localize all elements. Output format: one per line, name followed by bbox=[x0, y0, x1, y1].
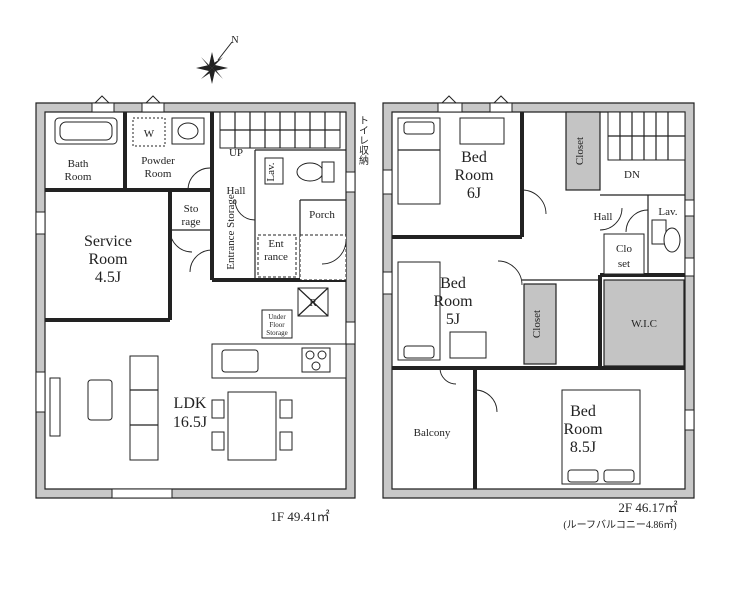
bed-room-5j-size: 5J bbox=[446, 311, 460, 328]
hall-label-1f: Hall bbox=[227, 185, 246, 197]
closet-small-label-1: Clo bbox=[616, 243, 632, 255]
porch-label: Porch bbox=[309, 209, 335, 221]
bed-room-5j-label-2: Room bbox=[433, 293, 473, 310]
service-room-label-2: Room bbox=[88, 251, 128, 268]
bed-room-6j-label-1: Bed bbox=[461, 149, 487, 166]
stairs-down-label: DN bbox=[624, 169, 640, 181]
bed-room-6j-size: 6J bbox=[467, 185, 481, 202]
stairs-1f bbox=[219, 111, 341, 149]
entrance-label-1: Ent bbox=[268, 238, 283, 250]
floor-1-area: 1F 49.41㎡ bbox=[270, 509, 329, 524]
roof-balcony-area: (ルーフバルコニー4.86㎡) bbox=[563, 519, 676, 531]
stairs-2f bbox=[607, 111, 686, 161]
storage-label-1: Sto bbox=[184, 203, 199, 215]
floor-2-area: 2F 46.17㎡ bbox=[618, 500, 677, 515]
lav-label-1f: Lav. bbox=[265, 162, 277, 181]
refrigerator-label: R bbox=[309, 297, 317, 309]
bed-room-8-5j-size: 8.5J bbox=[570, 439, 596, 456]
storage-label-2: rage bbox=[182, 216, 201, 228]
service-room-size: 4.5J bbox=[95, 269, 121, 286]
washer-label: W bbox=[144, 128, 155, 140]
closet-small-label-2: set bbox=[618, 258, 630, 270]
bed-room-8-5j-label-2: Room bbox=[563, 421, 603, 438]
ldk-size: 16.5J bbox=[173, 414, 207, 431]
underfloor-label-2: Floor bbox=[269, 321, 285, 329]
hall-label-2f: Hall bbox=[594, 211, 613, 223]
floor-2-plan: Bed Room 6J Closet DN Hall Lav. Clo set … bbox=[382, 95, 695, 531]
bed-room-8-5j-label-1: Bed bbox=[570, 403, 596, 420]
lav-label-2f: Lav. bbox=[658, 206, 677, 218]
toilet-storage-label: トイレ収納 bbox=[357, 115, 369, 166]
compass-north-label: N bbox=[231, 35, 238, 46]
closet-label-1: Closet bbox=[574, 137, 586, 165]
ldk-label: LDK bbox=[174, 395, 207, 412]
bath-room-label-2: Room bbox=[65, 171, 92, 183]
entrance-label-2: rance bbox=[264, 251, 288, 263]
compass-icon: N bbox=[196, 35, 239, 84]
stairs-up-label: UP bbox=[229, 147, 243, 159]
balcony-label: Balcony bbox=[414, 427, 451, 439]
entrance-storage-label: Entrance Storage bbox=[225, 194, 237, 270]
wic-label: W.I.C bbox=[631, 318, 657, 330]
underfloor-label-3: Storage bbox=[266, 329, 287, 337]
underfloor-label-1: Under bbox=[268, 313, 286, 321]
bed-room-5j-label-1: Bed bbox=[440, 275, 466, 292]
bed-room-6j-label-2: Room bbox=[454, 167, 494, 184]
service-room-label-1: Service bbox=[84, 233, 132, 250]
floor-1-plan: W bbox=[35, 95, 369, 524]
powder-room-label-1: Powder bbox=[141, 155, 175, 167]
closet-label-2: Closet bbox=[531, 310, 543, 338]
bath-room-label-1: Bath bbox=[68, 158, 89, 170]
powder-room-label-2: Room bbox=[145, 168, 172, 180]
